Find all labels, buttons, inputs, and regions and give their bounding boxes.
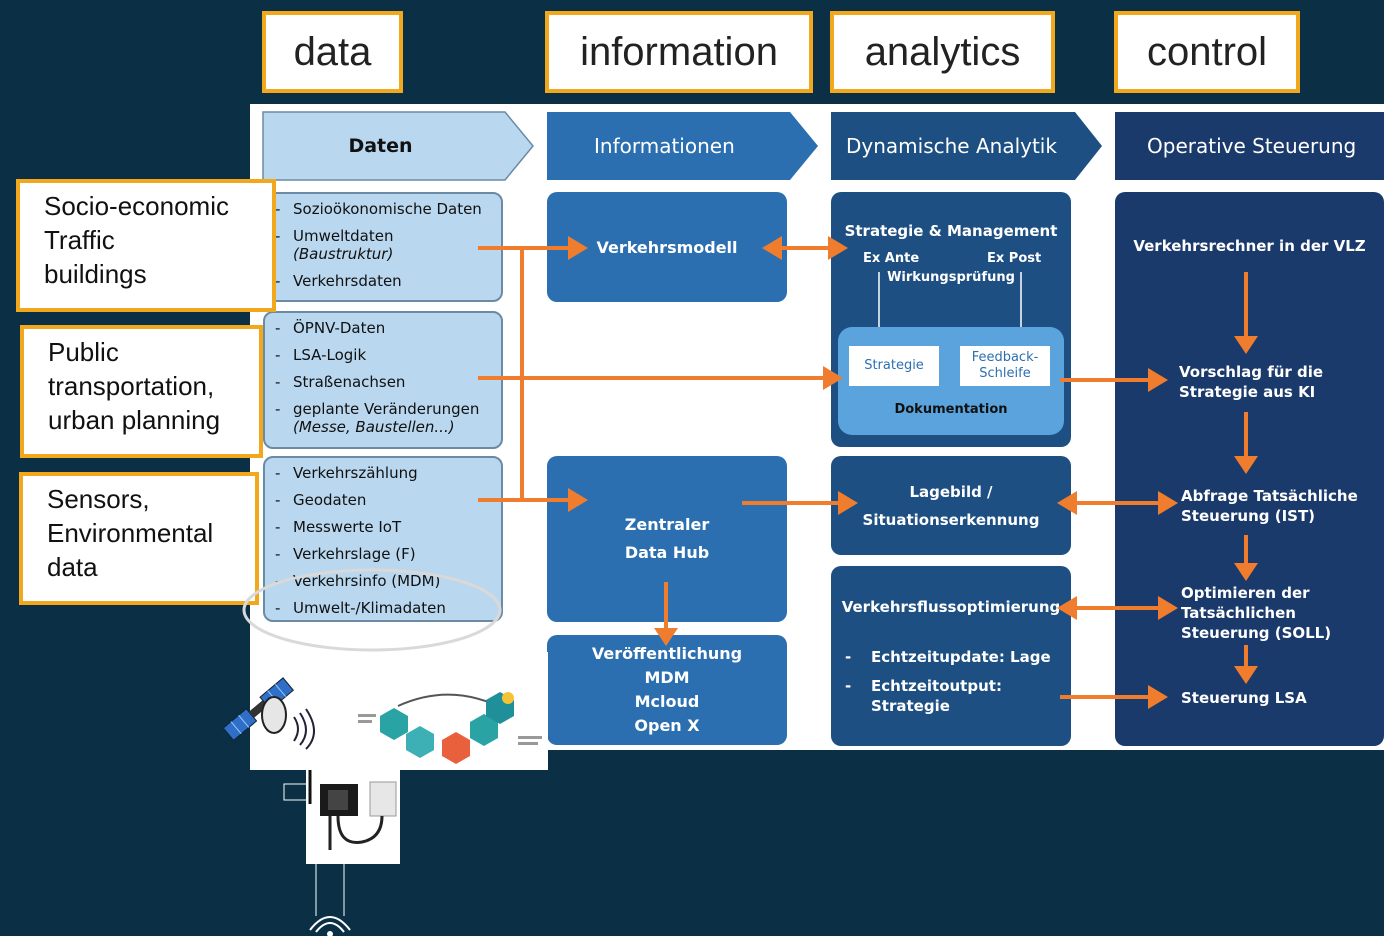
chevron-daten-label: Daten — [348, 135, 413, 157]
wirkung-label: Wirkungsprüfung — [887, 270, 1015, 285]
chevron-analytik-shape — [831, 112, 1102, 180]
publication-line: Mcloud — [634, 692, 700, 711]
callout-public: Public transportation, urban planning — [20, 325, 263, 458]
publication-box: Veröffentlichung MDM Mcloud Open X — [547, 635, 787, 745]
data-item: Verkehrslage (F) — [293, 545, 416, 563]
chevron-informationen-label: Informationen — [594, 134, 735, 158]
data-hub-box: Zentraler Data Hub — [547, 456, 787, 622]
chevron-daten-shape — [262, 111, 534, 181]
lagebild-line: Lagebild / — [909, 482, 993, 501]
data-item: Umweltdaten — [293, 227, 394, 245]
feedback-box: Feedback- Schleife — [960, 346, 1050, 386]
chevron-analytik-label: Dynamische Analytik — [846, 134, 1057, 158]
abfrage-label: Abfrage Tatsächliche Steuerung (IST) — [1181, 486, 1358, 526]
publication-line: MDM — [644, 668, 690, 687]
callout-line: urban planning — [48, 405, 221, 435]
callout-line: Public — [48, 337, 119, 367]
tab-analytics: analytics — [830, 11, 1055, 93]
flow-item-text: Strategie — [871, 697, 950, 715]
publication-line: Veröffentlichung — [591, 644, 743, 663]
vlz-label: Verkehrsrechner in der VLZ — [1133, 237, 1366, 255]
control-box — [1115, 192, 1384, 746]
publication-line: Open X — [634, 716, 700, 735]
data-hub-line: Zentraler — [624, 515, 710, 534]
feedback-line: Schleife — [979, 366, 1031, 381]
flow-item-text: Echtzeitupdate: Lage — [871, 648, 1051, 666]
data-hub-line: Data Hub — [624, 543, 710, 562]
data-item: Verkehrszählung — [293, 464, 418, 482]
callout-line: Environmental — [47, 518, 214, 548]
data-item-note: (Baustruktur) — [293, 245, 394, 263]
wireless-signal-icon — [309, 864, 351, 936]
data-item: Umwelt-/Klimadaten — [293, 599, 446, 617]
chevron-informationen-shape — [547, 112, 818, 180]
callout-socio: Socio-economic Traffic buildings — [16, 179, 276, 312]
satellite-icon — [222, 677, 315, 750]
ex-ante-label: Ex Ante — [863, 251, 920, 266]
callout-sensors: Sensors, Environmental data — [19, 472, 259, 605]
vorschlag-label: Vorschlag für die Strategie aus KI — [1179, 362, 1323, 402]
vorschlag-line: Vorschlag für die — [1179, 363, 1324, 381]
abfrage-line: Steuerung (IST) — [1181, 507, 1316, 525]
lsa-label: Steuerung LSA — [1181, 689, 1307, 707]
strategie-box: Strategie — [849, 346, 939, 386]
chevron-steuerung-label: Operative Steuerung — [1147, 134, 1357, 158]
callout-line: Traffic — [44, 225, 115, 255]
documentation-label: Dokumentation — [894, 402, 1008, 417]
data-item: ÖPNV-Daten — [293, 319, 386, 337]
chevron-row — [262, 111, 1384, 181]
flow-item: -Echtzeitoutput:Strategie — [845, 677, 1002, 715]
callout-line: transportation, — [48, 371, 215, 401]
data-item: Sozioökonomische Daten — [293, 200, 482, 218]
tab-control: control — [1114, 11, 1300, 93]
callout-line: Sensors, — [47, 484, 150, 514]
data-item: Verkehrsinfo (MDM) — [293, 572, 441, 590]
optimieren-line: Optimieren der — [1181, 584, 1310, 602]
data-item: LSA-Logik — [293, 346, 367, 364]
cycle-infographic-icon — [358, 692, 542, 764]
iot-sensor-icon — [283, 770, 397, 850]
callout-line: data — [47, 552, 98, 582]
optimieren-label: Optimieren der Tatsächlichen Steuerung (… — [1181, 583, 1331, 643]
lagebild-box: Lagebild / Situationserkennung — [831, 456, 1071, 555]
data-item: Straßenachsen — [293, 373, 406, 391]
data-item: Geodaten — [293, 491, 367, 509]
highlight-ellipse — [242, 568, 502, 652]
optimieren-line: Tatsächlichen — [1181, 604, 1296, 622]
verkehrsmodell-box: Verkehrsmodell — [547, 192, 787, 302]
data-box-socio: -Sozioökonomische Daten -Umweltdaten(Bau… — [263, 192, 503, 302]
data-box-sensors: -Verkehrszählung -Geodaten -Messwerte Io… — [263, 456, 503, 622]
lagebild-line: Situationserkennung — [862, 510, 1040, 529]
data-item: Messwerte IoT — [293, 518, 402, 536]
callout-line: Socio-economic — [44, 191, 229, 221]
ex-post-label: Ex Post — [987, 251, 1042, 266]
strategy-title: Strategie & Management — [844, 222, 1058, 240]
feedback-line: Feedback- — [971, 350, 1039, 365]
data-box-public: -ÖPNV-Daten -LSA-Logik -Straßenachsen -g… — [263, 311, 503, 449]
data-item: Verkehrsdaten — [293, 272, 402, 290]
flow-item: -Echtzeitupdate: Lage — [845, 648, 1051, 666]
flow-title: Verkehrsflussoptimierung — [841, 598, 1061, 616]
tab-information: information — [545, 11, 813, 93]
flow-item-text: Echtzeitoutput: — [871, 677, 1002, 695]
vorschlag-line: Strategie aus KI — [1179, 383, 1316, 401]
tab-data: data — [262, 11, 403, 93]
chevron-steuerung-shape — [1115, 112, 1384, 180]
optimieren-line: Steuerung (SOLL) — [1181, 624, 1332, 642]
callout-line: buildings — [44, 259, 147, 289]
data-item-note: (Messe, Baustellen...) — [293, 418, 455, 436]
abfrage-line: Abfrage Tatsächliche — [1181, 487, 1358, 505]
data-item: geplante Veränderungen — [293, 400, 480, 418]
flow-optimization-box: Verkehrsflussoptimierung -Echtzeitupdate… — [831, 566, 1071, 746]
